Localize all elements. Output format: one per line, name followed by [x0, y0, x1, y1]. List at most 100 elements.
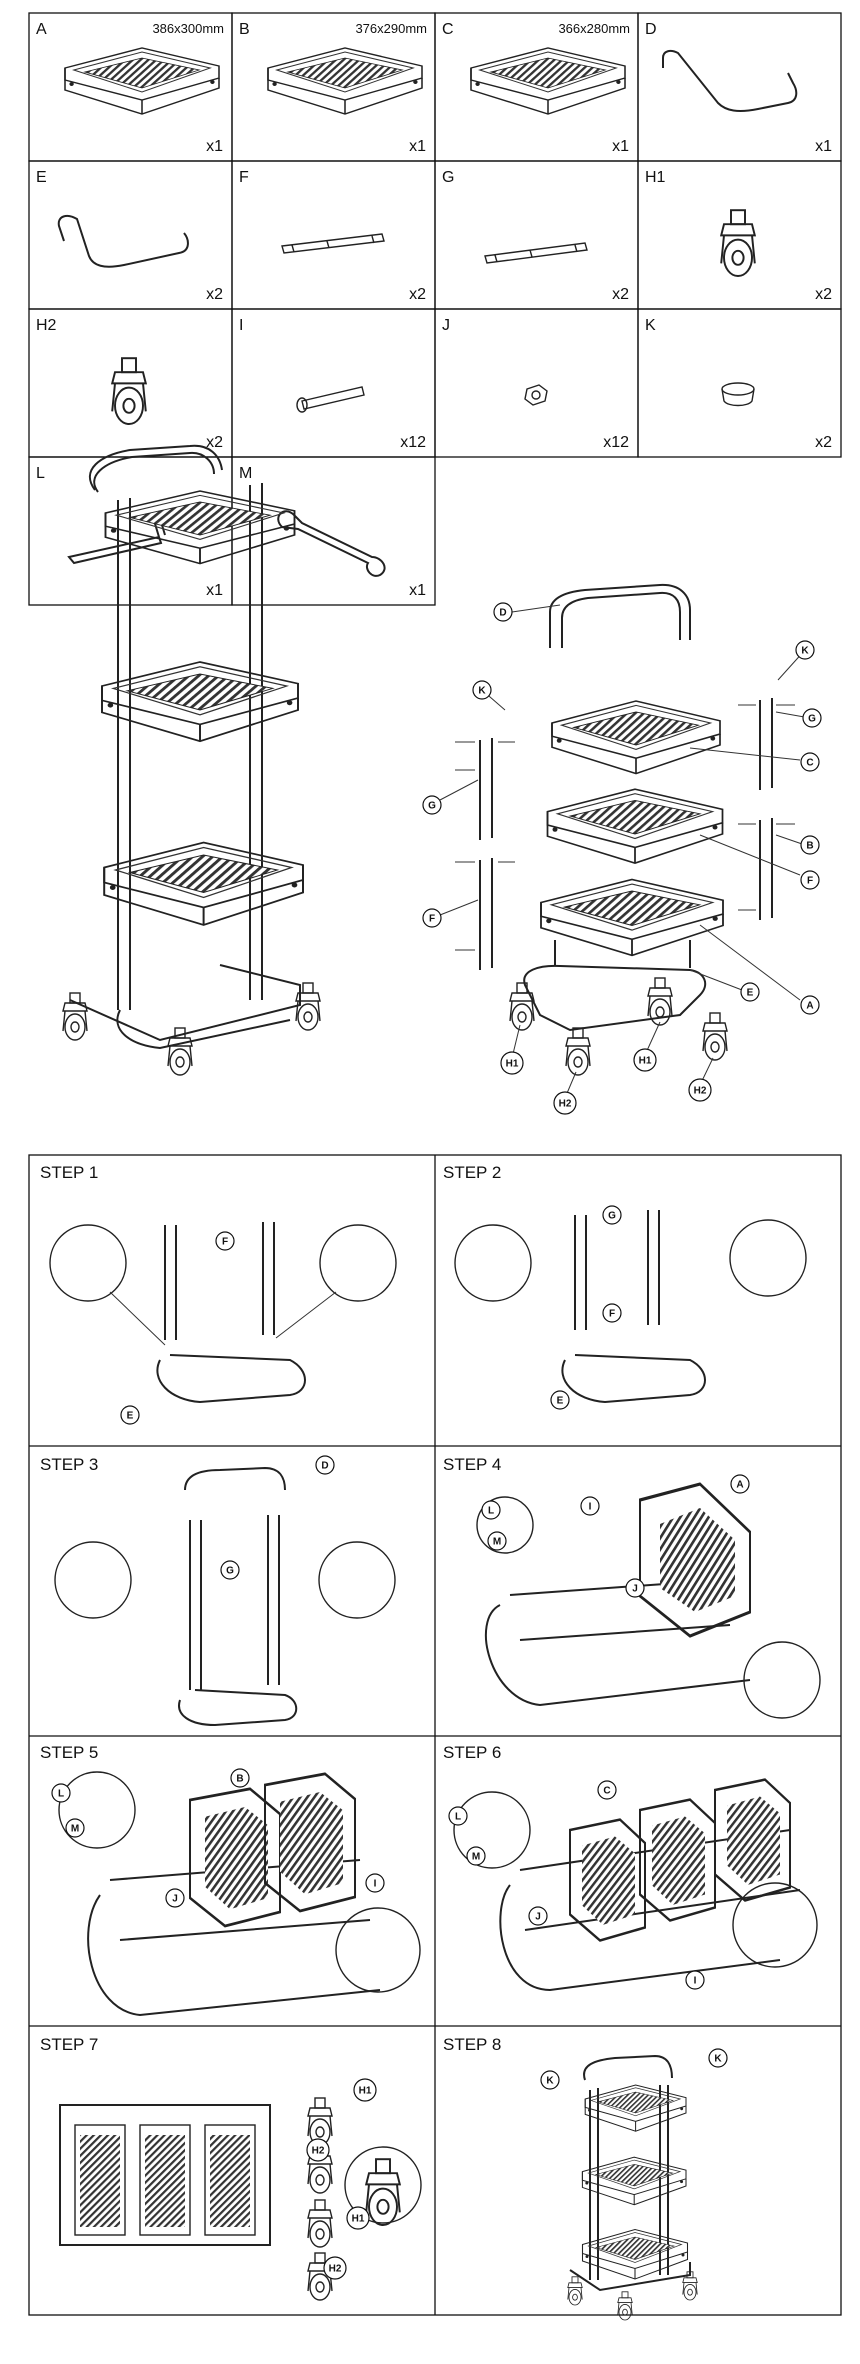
part-cell-border — [637, 12, 842, 162]
callout-letter: K — [546, 2076, 554, 2087]
part-dimensions: 376x290mm — [355, 21, 427, 36]
callout-badge: F — [422, 908, 442, 928]
callout-badge: H2 — [688, 1078, 712, 1102]
part-illustration — [721, 382, 755, 407]
part-cell-border — [434, 160, 639, 310]
callout-letter: I — [374, 1879, 377, 1890]
part-cell-e: Ex2 — [28, 160, 233, 310]
callout-letter: J — [172, 1894, 178, 1905]
callout-badge: K — [540, 2070, 560, 2090]
part-cell-border — [231, 160, 436, 310]
callout-badge: H2 — [306, 2138, 330, 2162]
part-cell-g: Gx2 — [434, 160, 639, 310]
part-quantity: x12 — [400, 434, 426, 451]
callout-badge: D — [315, 1455, 335, 1475]
callout-letter: K — [714, 2054, 722, 2065]
part-quantity: x2 — [815, 434, 832, 451]
callout-badge: G — [802, 708, 822, 728]
callout-badge: E — [740, 982, 760, 1002]
step-title: STEP 1 — [40, 1163, 98, 1182]
callout-letter: A — [806, 1001, 813, 1012]
part-illustration — [662, 49, 798, 112]
callout-letter: C — [603, 1786, 610, 1797]
callout-letter: E — [557, 1396, 564, 1407]
part-illustration — [296, 386, 365, 413]
step-1-illustration — [49, 1222, 397, 1404]
part-letter: H1 — [645, 169, 666, 186]
part-illustration — [524, 384, 548, 406]
callout-badge: K — [795, 640, 815, 660]
callout-letter: G — [226, 1566, 234, 1577]
part-illustration — [64, 47, 220, 115]
callout-badge: K — [472, 680, 492, 700]
callout-letter: H1 — [359, 2086, 372, 2097]
part-cell-border — [637, 308, 842, 458]
part-letter: M — [239, 465, 252, 482]
callout-badge: H1 — [353, 2078, 377, 2102]
part-illustration — [720, 209, 756, 277]
step-6-illustration — [453, 1778, 818, 1992]
part-letter: D — [645, 21, 657, 38]
callout-letter: M — [493, 1537, 501, 1548]
step-title: STEP 4 — [443, 1455, 501, 1474]
part-quantity: x2 — [206, 434, 223, 451]
callout-letter: J — [632, 1584, 638, 1595]
step-5-illustration — [58, 1771, 421, 2017]
callout-letter: H2 — [329, 2264, 342, 2275]
part-letter: B — [239, 21, 250, 38]
callout-badge: D — [493, 602, 513, 622]
part-letter: L — [36, 465, 45, 482]
step-8-illustration — [567, 2054, 698, 2321]
callout-badge: M — [487, 1531, 507, 1551]
part-illustration — [484, 242, 588, 264]
callout-letter: H1 — [352, 2214, 365, 2225]
callout-badge: B — [230, 1768, 250, 1788]
part-dimensions: 366x280mm — [558, 21, 630, 36]
part-letter: K — [645, 317, 656, 334]
callout-badge: A — [800, 995, 820, 1015]
callout-letter: F — [807, 876, 813, 887]
callout-badge: M — [466, 1846, 486, 1866]
callout-letter: K — [801, 646, 809, 657]
part-illustration — [111, 357, 147, 425]
callout-badge: F — [215, 1231, 235, 1251]
part-quantity: x12 — [603, 434, 629, 451]
step-7-illustration — [59, 2097, 422, 2301]
step-title: STEP 8 — [443, 2035, 501, 2054]
callout-letter: F — [222, 1237, 228, 1248]
callout-badge: C — [800, 752, 820, 772]
callout-badge: A — [730, 1474, 750, 1494]
callout-badge: I — [580, 1496, 600, 1516]
callout-letter: D — [321, 1461, 328, 1472]
part-quantity: x2 — [206, 286, 223, 303]
part-letter: F — [239, 169, 249, 186]
step-title: STEP 5 — [40, 1743, 98, 1762]
step-2-illustration — [454, 1210, 807, 1404]
callout-badge: K — [708, 2048, 728, 2068]
callout-badge: L — [481, 1500, 501, 1520]
callout-badge: H1 — [500, 1051, 524, 1075]
part-illustration — [57, 214, 189, 268]
part-quantity: x1 — [409, 582, 426, 599]
part-cell-d: Dx1 — [637, 12, 842, 162]
callout-badge: F — [800, 870, 820, 890]
part-quantity: x1 — [206, 138, 223, 155]
step-title: STEP 7 — [40, 2035, 98, 2054]
part-quantity: x1 — [206, 582, 223, 599]
part-letter: E — [36, 169, 47, 186]
callout-letter: K — [478, 686, 486, 697]
part-quantity: x1 — [612, 138, 629, 155]
part-illustration — [470, 47, 626, 115]
exploded-view-illustration — [439, 583, 811, 1099]
callout-letter: A — [736, 1480, 743, 1491]
callout-badge: I — [685, 1970, 705, 1990]
part-illustration — [281, 233, 385, 254]
part-illustration — [267, 47, 423, 115]
